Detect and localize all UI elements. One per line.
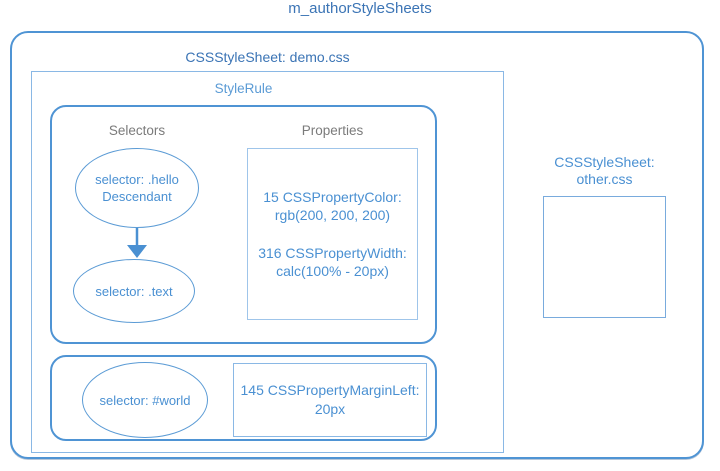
- property-color-entry: 15 CSSPropertyColor: rgb(200, 200, 200): [263, 188, 402, 224]
- style-rule-box: [50, 105, 437, 344]
- selector-world-node: selector: #world: [82, 362, 208, 438]
- selector-hello-text: selector: .hello: [95, 172, 179, 187]
- property-color-value: rgb(200, 200, 200): [274, 207, 391, 223]
- property-width-name: 316 CSSPropertyWidth:: [258, 245, 407, 261]
- demo-stylesheet-label: CSSStyleSheet: demo.css: [185, 49, 350, 65]
- style-rule-2-box: [50, 355, 437, 441]
- page-title: m_authorStyleSheets: [288, 0, 432, 17]
- property-margin-left-value: 20px: [314, 401, 346, 417]
- selector-text-text: selector: .text: [95, 283, 173, 299]
- selector-hello-relation: Descendant: [102, 189, 172, 204]
- selector-hello-node: selector: .hello Descendant: [75, 148, 199, 228]
- selector-world-text: selector: #world: [99, 392, 191, 408]
- down-arrow-icon: [127, 228, 147, 258]
- properties-box: 15 CSSPropertyColor: rgb(200, 200, 200) …: [247, 148, 418, 320]
- other-stylesheet-label: CSSStyleSheet: other.css: [543, 154, 666, 188]
- property-width-value: calc(100% - 20px): [276, 263, 389, 279]
- property-margin-left-name: 145 CSSPropertyMarginLeft:: [240, 382, 420, 398]
- selector-text-node: selector: .text: [73, 259, 195, 323]
- property-width-entry: 316 CSSPropertyWidth: calc(100% - 20px): [258, 244, 407, 280]
- style-rule-label: StyleRule: [214, 81, 273, 96]
- other-stylesheet-label-line1: CSSStyleSheet:: [554, 154, 655, 170]
- property-margin-left-box: 145 CSSPropertyMarginLeft: 20px: [233, 363, 427, 437]
- property-color-name: 15 CSSPropertyColor:: [263, 189, 402, 205]
- selectors-header: Selectors: [108, 123, 166, 138]
- other-stylesheet-label-line2: other.css: [576, 171, 633, 187]
- properties-header: Properties: [301, 123, 364, 138]
- other-stylesheet-box: [543, 196, 666, 318]
- demo-stylesheet-box: [31, 71, 504, 453]
